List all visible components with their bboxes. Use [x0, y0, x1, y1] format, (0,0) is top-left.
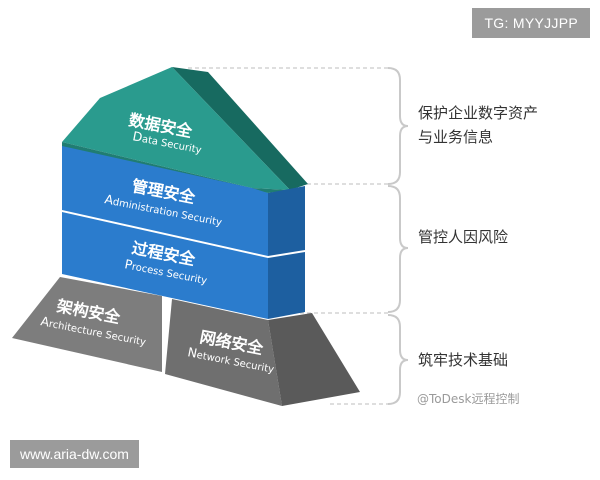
- watermark-top: TG: MYYJJPP: [472, 8, 590, 38]
- architecture-label-en-initial: A: [39, 313, 51, 329]
- right-label-top-line1: 保护企业数字资产: [418, 104, 538, 122]
- brace-middle: [387, 185, 409, 313]
- brace-bottom: [387, 314, 409, 405]
- right-label-top-line2: 与业务信息: [418, 128, 493, 146]
- data-label-en-initial: D: [131, 128, 143, 145]
- right-label-middle: 管控人因风险: [418, 228, 508, 246]
- process-label-en-initial: P: [123, 256, 134, 272]
- layer-data: 数据安全 Data Security: [62, 67, 308, 193]
- brace-top: [387, 67, 409, 185]
- layer-administration: 管理安全 Administration Security: [62, 146, 305, 256]
- source-credit: @ToDesk远程控制: [417, 392, 520, 406]
- dashed-guides: [188, 67, 390, 405]
- network-label-en-initial: N: [186, 344, 198, 361]
- brace-group: [387, 67, 409, 405]
- watermark-bottom: www.aria-dw.com: [10, 440, 139, 468]
- layer-process: 过程安全 Process Security: [62, 212, 305, 319]
- right-label-bottom: 筑牢技术基础: [418, 351, 508, 369]
- layer-network: 网络安全 Network Security: [165, 299, 360, 406]
- administration-label-en-initial: A: [103, 191, 115, 207]
- layer-architecture: 架构安全 Architecture Security: [12, 277, 162, 372]
